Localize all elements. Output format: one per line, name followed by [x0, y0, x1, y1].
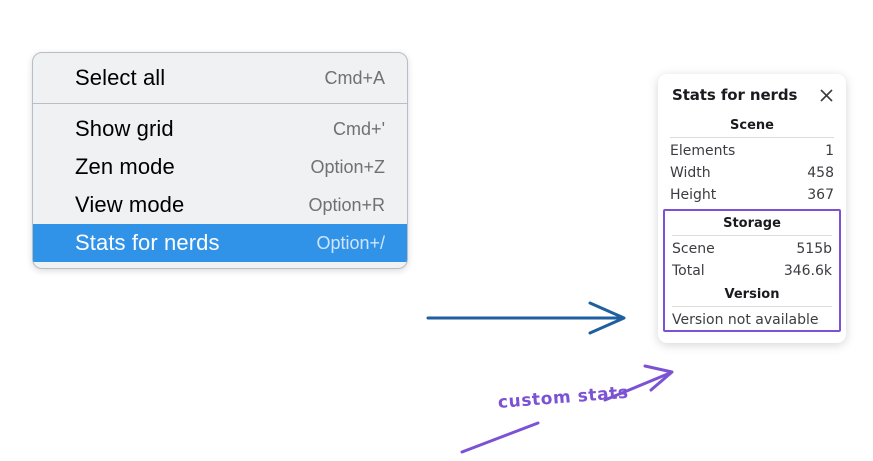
menu-item-label: Show grid [75, 116, 174, 141]
stat-key: Total [672, 263, 705, 279]
close-icon[interactable] [819, 88, 834, 103]
panel-header: Stats for nerds [658, 86, 846, 104]
custom-stats-box: Storage Scene 515b Total 346.6k Version … [663, 209, 841, 332]
section-divider [672, 306, 832, 307]
version-not-available-text: Version not available [672, 312, 819, 328]
context-menu[interactable]: Select all Cmd+A Show grid Cmd+' Zen mod… [32, 52, 408, 269]
menu-item-show-grid[interactable]: Show grid Cmd+' [33, 110, 407, 148]
stat-value: 346.6k [783, 263, 832, 279]
menu-item-label: View mode [75, 192, 185, 217]
stat-row-height: Height 367 [670, 184, 834, 206]
stat-row-storage-scene: Scene 515b [672, 238, 832, 260]
stat-value: 458 [807, 165, 834, 181]
menu-item-shortcut: Option+/ [316, 233, 385, 253]
menu-item-stats-for-nerds[interactable]: Stats for nerds Option+/ [33, 224, 407, 262]
stat-value: 515b [796, 241, 832, 257]
stats-section-scene: Scene Elements 1 Width 458 Height 367 [658, 113, 846, 206]
menu-item-label: Stats for nerds [75, 230, 220, 255]
stat-key: Height [670, 187, 717, 203]
stat-row-width: Width 458 [670, 162, 834, 184]
stat-row-storage-total: Total 346.6k [672, 260, 832, 282]
menu-item-shortcut: Option+R [308, 195, 385, 215]
purple-underline-stroke [460, 421, 540, 454]
menu-item-shortcut: Cmd+' [333, 119, 385, 139]
stat-row-elements: Elements 1 [670, 140, 834, 162]
menu-item-select-all[interactable]: Select all Cmd+A [33, 59, 407, 97]
menu-item-label: Select all [75, 65, 166, 90]
stat-value: 1 [825, 143, 834, 159]
stat-value: 367 [807, 187, 834, 203]
blue-arrow-menu-to-panel [426, 301, 626, 335]
menu-item-view-mode[interactable]: View mode Option+R [33, 186, 407, 224]
menu-item-shortcut: Option+Z [310, 157, 385, 177]
section-title-version: Version [724, 287, 780, 302]
section-divider [670, 137, 834, 138]
panel-title: Stats for nerds [672, 86, 798, 104]
menu-item-label: Zen mode [75, 154, 175, 179]
menu-group-1: Select all Cmd+A [33, 53, 407, 103]
menu-item-zen-mode[interactable]: Zen mode Option+Z [33, 148, 407, 186]
section-divider [672, 235, 832, 236]
stat-key: Elements [670, 143, 736, 159]
section-title-storage: Storage [723, 216, 781, 231]
section-title-scene: Scene [730, 118, 774, 133]
menu-group-2: Show grid Cmd+' Zen mode Option+Z View m… [33, 103, 407, 268]
menu-item-shortcut: Cmd+A [324, 68, 385, 88]
stat-key: Width [670, 165, 711, 181]
stats-for-nerds-panel: Stats for nerds Scene Elements 1 Width 4… [658, 74, 846, 343]
custom-stats-annotation-label: custom stats [497, 382, 630, 413]
stat-key: Scene [672, 241, 715, 257]
